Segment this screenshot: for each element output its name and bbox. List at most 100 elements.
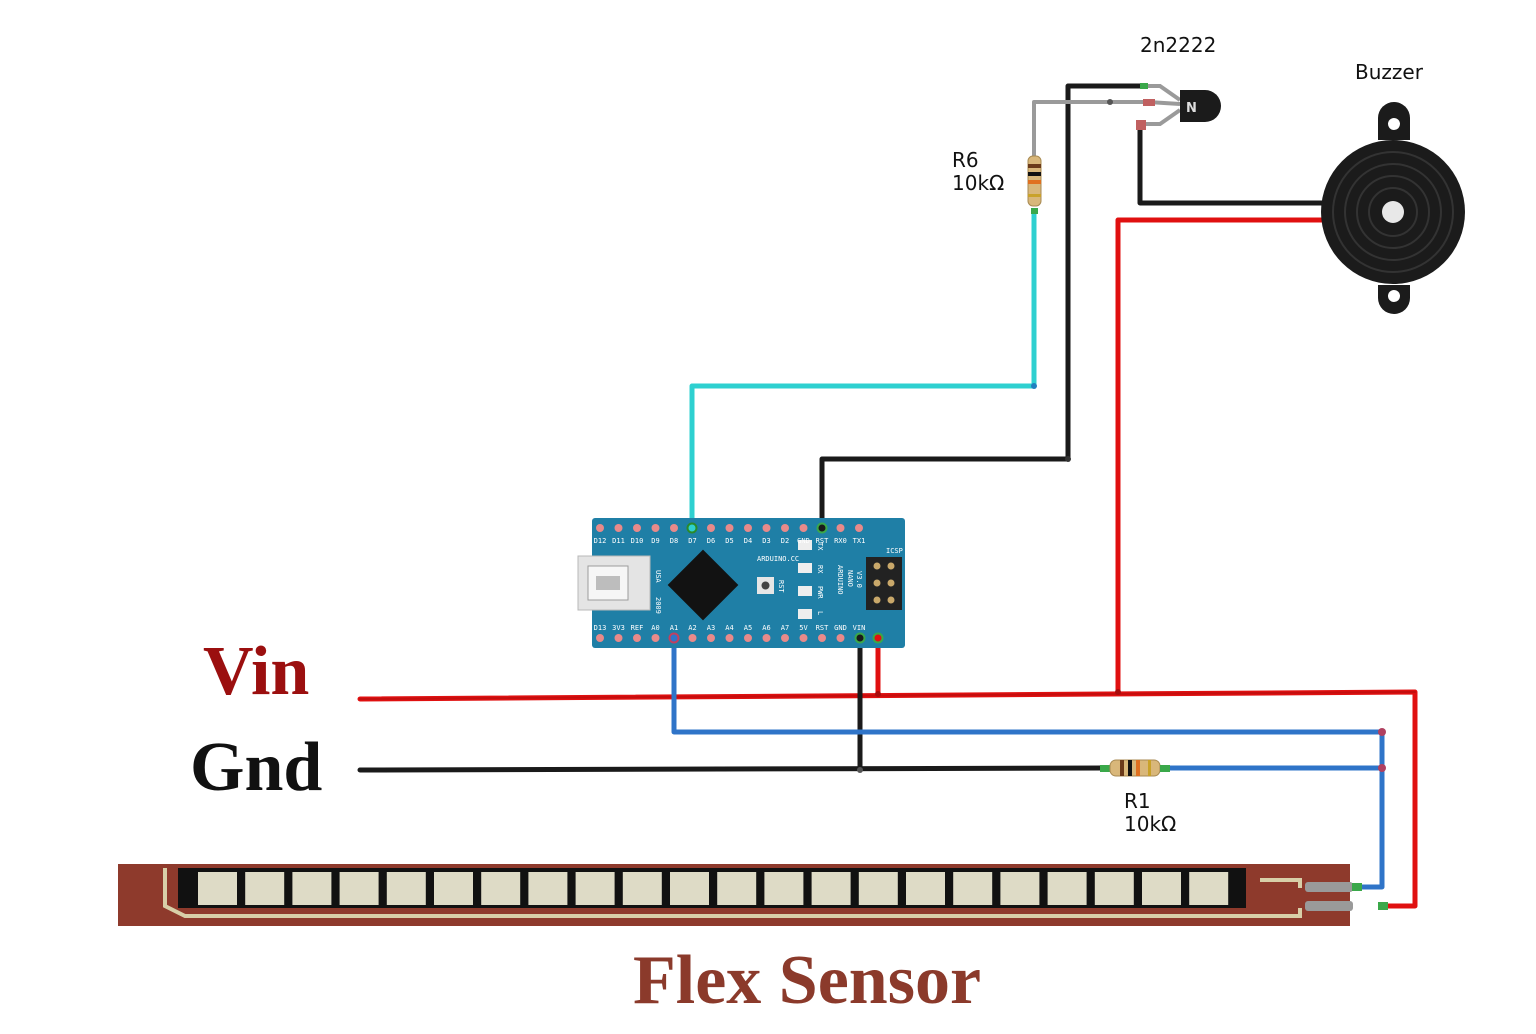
board-model-label: NANO [846,570,854,587]
transistor-2n2222: N [1136,83,1221,130]
bottom-pin-label: 3V3 [612,624,625,632]
r6-value-label: 10kΩ [952,171,1004,195]
flex-segment [245,872,285,905]
bottom-pin-hole [744,634,752,642]
bottom-pin-hole [707,634,715,642]
junction-dot [1115,689,1121,695]
bottom-pin-hole [818,634,826,642]
top-pin-hole [596,524,604,532]
top-pin-label: TX1 [853,537,866,545]
top-pin-hole [836,524,845,532]
r6-name-label: R6 [952,148,979,172]
junction-dot [857,767,863,773]
flex-segment [481,872,521,905]
collector-buzzer-wire [1137,123,1333,206]
a0-signal-wire [671,635,1385,890]
d8-base-wire [689,210,1037,531]
bottom-pin-label: VIN [853,624,866,632]
junction-dot [1378,728,1386,736]
svg-text:N: N [1186,101,1197,116]
bottom-pin-label: GND [834,624,847,632]
top-pin-label: D5 [725,537,733,545]
top-pin-label: D12 [594,537,607,545]
pin-wire-ends [668,522,884,644]
top-pin-label: D6 [707,537,715,545]
r1-value-label: 10kΩ [1124,812,1176,836]
bottom-pin-hole [799,634,808,642]
resistor-r6 [1027,155,1042,214]
top-pin-label: D7 [688,537,696,545]
flex-segment [1142,872,1181,905]
microcontroller-chip [667,549,739,621]
flex-segment [386,872,426,905]
bottom-pin-hole [688,634,697,642]
flex-sensor [118,864,1388,926]
flex-sensor-segments [198,872,1229,905]
flex-segment [811,872,851,905]
bottom-pin-hole [651,634,660,642]
vin-rail-wire-shadow [359,691,1416,700]
bottom-pin-label: A2 [688,624,696,632]
buzzer-power-wire [1115,217,1333,695]
flex-segment [1047,872,1087,905]
top-pin-hole [670,524,678,532]
bottom-pin-label: A4 [725,624,733,632]
flex-segment [339,872,379,905]
board-led-label: TX [816,542,824,551]
top-pin-label: D10 [631,537,644,545]
wires [357,83,1418,909]
bottom-pin-hole [596,634,604,642]
top-pin-label: D4 [744,537,752,545]
flex-segment [434,872,473,905]
bottom-pin-label: A5 [744,624,752,632]
top-pin-label: D2 [781,537,789,545]
top-pin-label: GND [797,537,810,545]
flex-segment [528,872,568,905]
top-pin-hole [762,524,771,532]
top-pin-label: D8 [670,537,678,545]
board-led-label: RX [816,565,824,574]
bottom-pin-label: 5V [799,624,808,632]
r1-name-label: R1 [1124,789,1151,813]
bottom-pin-hole [836,634,845,642]
vin-rail-label: Vin [203,633,309,710]
bottom-pin-label: REF [631,624,644,632]
transistor-label: 2n2222 [1140,33,1216,57]
board-reset-label: RST [777,580,785,593]
resistor-r1 [1100,759,1170,777]
board-version-label: V3.0 [855,571,863,588]
gnd-rail-label: Gnd [190,729,322,806]
top-pin-hole [707,524,715,532]
flex-sensor-label: Flex Sensor [633,942,981,1019]
top-pin-hole [651,524,660,532]
flex-segment [292,872,332,905]
buzzer [1321,102,1465,314]
nano-gnd-top-wire [819,83,1148,531]
flex-segment [1094,872,1134,905]
top-pin-hole [633,524,641,532]
flex-segment [1000,872,1040,905]
top-pin-hole [725,524,734,532]
top-pin-label: D3 [762,537,770,545]
junction-dot [1378,764,1386,772]
flex-segment [906,872,945,905]
flex-segment [622,872,662,905]
flex-segment [764,872,804,905]
board-name-label: ARDUINO [836,565,844,595]
flex-segment [670,872,709,905]
junction-dot [1107,99,1113,105]
junction-dot [1065,456,1071,462]
flex-segment [1189,872,1229,905]
junction-dot [1031,383,1037,389]
top-pin-label: RST [816,537,829,545]
icsp-header [866,557,902,610]
top-pin-hole [781,524,789,532]
board-led-label: L [816,611,824,615]
bottom-pin-hole [725,634,734,642]
gnd-rail-wire [357,765,1108,773]
bottom-pin-hole [781,634,789,642]
board-led-label: PWR [816,586,824,599]
